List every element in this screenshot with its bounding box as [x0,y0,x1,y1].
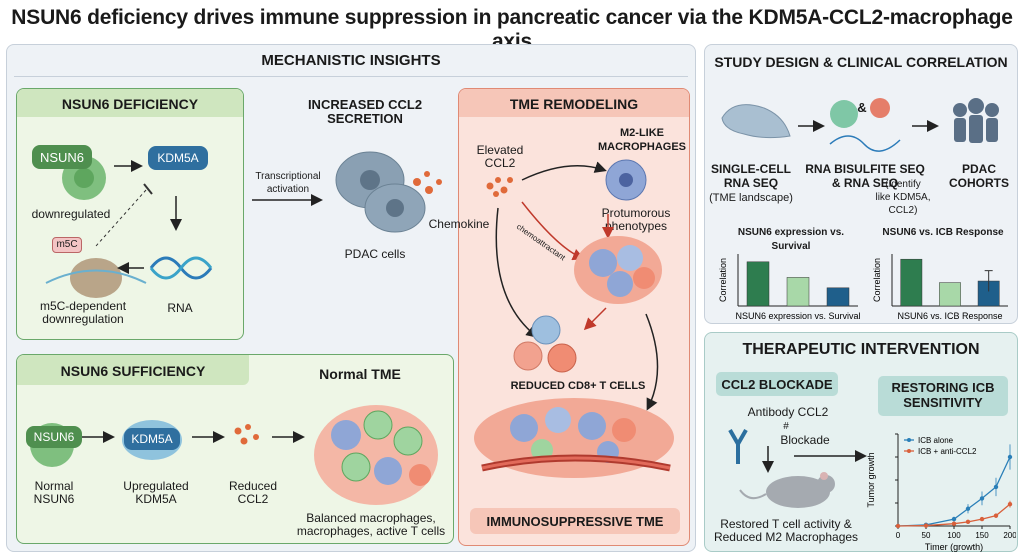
bar [746,261,770,307]
legend-marker [907,438,911,442]
restoring-label: RESTORING ICB SENSITIVITY [891,380,995,410]
bar [900,258,923,307]
data-point [965,519,971,525]
restored-label: Restored T cell activity & Reduced M2 Ma… [713,517,859,544]
deficiency-panel [16,88,244,340]
deficiency-header: NSUN6 DEFICIENCY [61,96,199,112]
mechanistic-header: MECHANISTIC INSIGHTS [261,52,441,69]
kdm5a-up-box: KDM5A [124,428,180,450]
tme-header: TME REMODELING [509,96,639,112]
downregulated-label: downregulated [31,207,111,221]
sufficiency-header: NSUN6 SUFFICIENCY [60,363,206,379]
data-point [951,521,957,526]
upregulated-kdm5a-label: Upregulated KDM5A [123,479,189,506]
data-point [1007,501,1013,507]
x-tick-label: 50 [922,531,931,540]
chemokine-label: Chemokine [428,217,490,231]
ccl2-blockade-label: CCL2 BLOCKADE [721,377,833,392]
immunosuppressive-label: IMMUNOSUPPRESSIVE TME [486,514,664,529]
x-tick-label: 200 [1003,531,1016,540]
x-axis-label: NSUN6 expression vs. Survival [735,311,860,321]
data-point [965,506,971,511]
antibody-label: Antibody CCL2 [747,405,829,419]
data-point [979,496,985,501]
deficiency-header-bar [17,89,243,117]
m2-label: M2-LIKE MACROPHAGES [597,127,686,153]
restoring-bar [878,376,1008,416]
pdac-cohorts-label: PDAC COHORTS [949,162,1009,190]
bisulfite-label: RNA BISULFITE SEQ & RNA SEQ [805,162,925,190]
pdac-cells-label: PDAC cells [344,247,406,261]
data-point [951,516,957,522]
x-tick-label: 100 [947,531,961,540]
legend-label: ICB + anti-CCL2 [918,447,977,456]
data-point [895,523,901,529]
immunosuppressive-banner [470,508,680,534]
data-point [993,513,999,518]
mouse-icon [766,476,830,508]
single-cell-sub: (TME landscape) [709,192,793,204]
x-tick-label: 0 [896,531,901,540]
tme-graphic [474,159,674,478]
nsun6-normal-box: NSUN6 [26,426,82,448]
study-graphic [721,98,999,152]
hash-label: # [783,421,789,432]
reduced-ccl2-label: Reduced CCL2 [228,479,278,506]
bar [939,282,961,307]
protumorous-label: Protumorous phenotypes [601,206,671,233]
data-point [923,523,929,528]
therapeutic-graphic [728,429,867,508]
antibody-icon [728,429,748,464]
series-line [897,456,1011,527]
x-axis-label: Timer (growth) [925,542,983,552]
legend-label: ICB alone [918,436,954,445]
ccl2-blockade-bar [716,372,838,396]
data-point [979,516,985,522]
rna-label: RNA [167,301,193,315]
bisulfite-sub: (Identify like KDM5A, CCL2) [875,179,931,216]
normal-tme-label: Normal TME [319,366,401,382]
balanced-label: Balanced macrophages, macrophages, activ… [296,511,446,538]
therapeutic-panel [704,332,1018,552]
sufficiency-header-bar [17,355,249,385]
data-point [993,484,999,490]
x-tick-label: 150 [975,531,989,540]
x-axis-label: NSUN6 vs. ICB Response [897,311,1002,321]
inhibit-line [95,189,147,247]
pdac-cells-graphic [335,151,442,233]
elevated-ccl2-label: Elevated CCL2 [476,143,524,170]
reduced-cd8-label: REDUCED CD8+ T CELLS [510,380,646,392]
pancreas-icon [721,104,791,139]
y-axis-label: Tumor growth [866,452,876,507]
study-header: STUDY DESIGN & CLINICAL CORRELATION [714,54,1008,70]
nsun6-box: NSUN6 [32,145,92,169]
y-axis-label: Correlation [718,258,728,302]
data-point [1007,454,1013,460]
m5c-tag: m5C [52,237,82,253]
normal-nsun6-label: Normal NSUN6 [33,479,75,506]
divider [14,76,688,77]
chart2-title: NSUN6 vs. ICB Response [882,227,1004,238]
blockade-label: Blockade [780,433,830,447]
bar [786,277,810,307]
transcriptional-label: Transcriptional activation [255,171,321,195]
rna-icon [70,258,122,298]
legend-marker [907,449,911,453]
t-cell-icon [531,315,561,345]
bar [826,287,850,307]
ccl2-secretion-header: INCREASED CCL2 SECRETION [307,97,423,126]
amp-label: & [857,100,867,115]
single-cell-label: SINGLE-CELL RNA SEQ [711,162,791,190]
m5c-label: m5C-dependent downregulation [39,299,127,326]
cohort-icon [953,98,999,143]
kdm5a-box: KDM5A [148,146,208,170]
transcription-arrow [252,194,323,206]
therapeutic-header: THERAPEUTIC INTERVENTION [742,341,980,358]
y-axis-label: Correlation [872,258,882,302]
chart1-title: NSUN6 expression vs. Survival [737,227,845,252]
tme-header-bar [459,89,689,117]
